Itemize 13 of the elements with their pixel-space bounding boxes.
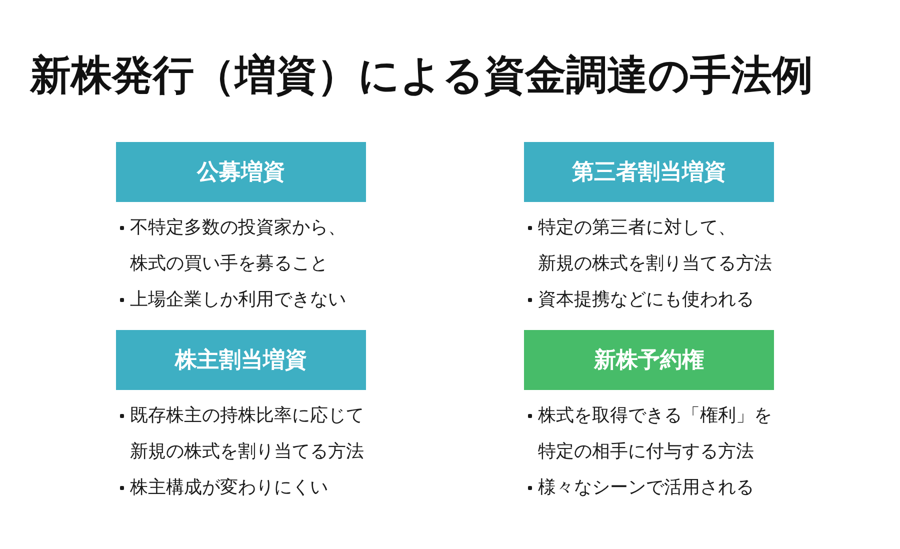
bullet-text: 株主構成が変わりにくい: [130, 476, 328, 500]
bullet-text: 不特定多数の投資家から、株式の買い手を募ること: [130, 216, 346, 276]
header-bar: 新株予約権: [524, 330, 774, 390]
header-bar: 公募増資: [116, 142, 366, 202]
header-bar: 第三者割当増資: [524, 142, 774, 202]
bullet-text: 様々なシーンで活用される: [538, 476, 754, 500]
title: 新株発行（増資）による資金調達の手法例: [30, 50, 813, 101]
bullet-text: 上場企業しか利用できない: [130, 288, 346, 312]
bullet-text: 特定の第三者に対して、新規の株式を割り当てる方法: [538, 216, 772, 276]
bullet-text: 既存株主の持株比率に応じて新規の株式を割り当てる方法: [130, 404, 364, 464]
bullet-text: 資本提携などにも使われる: [538, 288, 754, 312]
header-bar: 株主割当増資: [116, 330, 366, 390]
bullet-text: 株式を取得できる「権利」を特定の相手に付与する方法: [538, 404, 772, 464]
